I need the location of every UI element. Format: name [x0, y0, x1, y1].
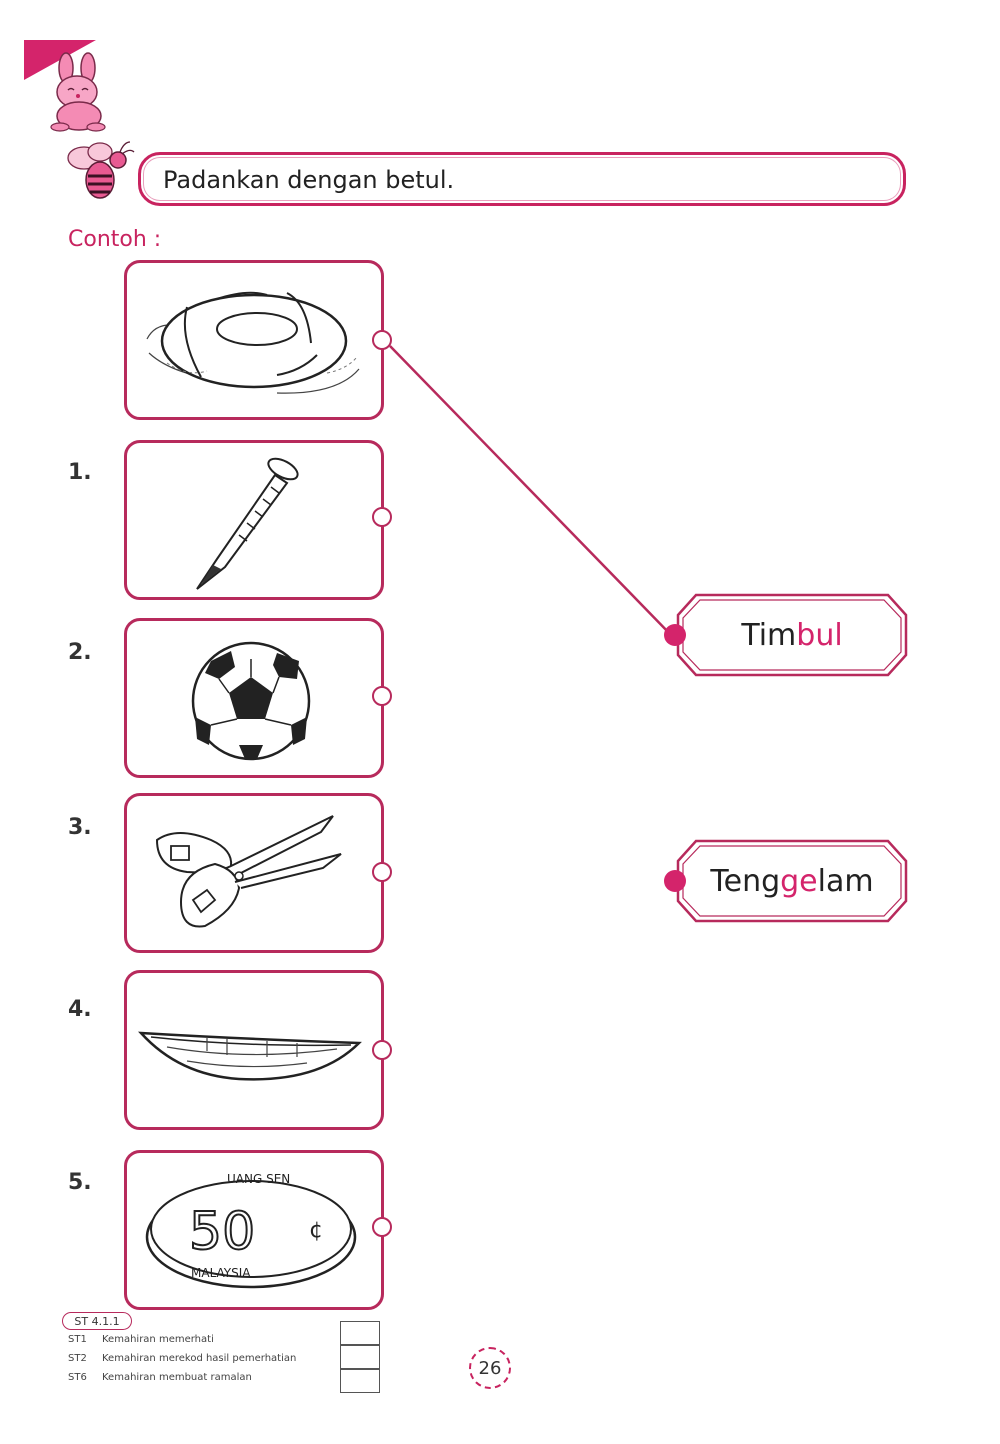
- answer-2-prefix: Teng: [710, 863, 781, 899]
- instruction-box: Padankan dengan betul.: [138, 152, 906, 206]
- answer-1-highlight: bul: [796, 617, 843, 653]
- skill-checkbox-1[interactable]: [340, 1321, 380, 1345]
- item-number-2: 2.: [68, 640, 92, 665]
- skill-row-2: ST2 Kemahiran merekod hasil pemerhatian: [68, 1353, 296, 1364]
- bee-icon: [67, 141, 135, 199]
- page-number: 26: [469, 1347, 511, 1389]
- football-icon: [191, 641, 311, 761]
- scissors-icon: [155, 815, 342, 928]
- skill-label: Kemahiran merekod hasil pemerhatian: [102, 1353, 297, 1364]
- answer-2-suffix: lam: [817, 863, 874, 899]
- coin-bottom-text: MALAYSIA: [191, 1266, 251, 1280]
- standard-code-badge: ST 4.1.1: [62, 1312, 132, 1330]
- answer-dot-tenggelam[interactable]: [664, 870, 686, 892]
- skill-checkbox-3[interactable]: [340, 1369, 380, 1393]
- skill-code: ST1: [68, 1334, 87, 1345]
- item-card-4: [124, 970, 384, 1130]
- answer-2-highlight: ge: [780, 863, 818, 899]
- item-card-3: [124, 793, 384, 953]
- answer-1-prefix: Tim: [741, 617, 797, 653]
- instruction-text: Padankan dengan betul.: [163, 166, 455, 194]
- coin-top-text: UANG SEN: [227, 1172, 290, 1186]
- example-label: Contoh :: [68, 227, 162, 252]
- skill-label: Kemahiran membuat ramalan: [102, 1372, 252, 1383]
- connector-dot-5[interactable]: [372, 1217, 392, 1237]
- coin-icon: 50 ¢ UANG SEN MALAYSIA: [145, 1172, 357, 1289]
- item-number-4: 4.: [68, 997, 92, 1022]
- connector-dot-4[interactable]: [372, 1040, 392, 1060]
- example-card: [124, 260, 384, 420]
- item-card-5: 50 ¢ UANG SEN MALAYSIA: [124, 1150, 384, 1310]
- boat-icon: [138, 1031, 362, 1081]
- example-connector-dot[interactable]: [372, 330, 392, 350]
- connector-dot-2[interactable]: [372, 686, 392, 706]
- item-number-1: 1.: [68, 460, 92, 485]
- item-number-3: 3.: [68, 815, 92, 840]
- bunny-mascot-icon: [50, 52, 106, 132]
- nail-icon: [196, 457, 299, 590]
- skill-code: ST2: [68, 1353, 87, 1364]
- skill-row-1: ST1 Kemahiran memerhati: [68, 1334, 214, 1345]
- skill-code: ST6: [68, 1372, 87, 1383]
- skill-label: Kemahiran memerhati: [102, 1334, 214, 1345]
- coin-value-text: 50: [189, 1202, 255, 1262]
- connector-dot-3[interactable]: [372, 862, 392, 882]
- answer-dot-timbul[interactable]: [664, 624, 686, 646]
- skill-checkbox-2[interactable]: [340, 1345, 380, 1369]
- swim-ring-icon: [146, 291, 360, 394]
- connector-dot-1[interactable]: [372, 507, 392, 527]
- item-card-2: [124, 618, 384, 778]
- item-number-5: 5.: [68, 1170, 92, 1195]
- item-card-1: [124, 440, 384, 600]
- skill-row-3: ST6 Kemahiran membuat ramalan: [68, 1372, 252, 1383]
- coin-cent-text: ¢: [309, 1218, 323, 1243]
